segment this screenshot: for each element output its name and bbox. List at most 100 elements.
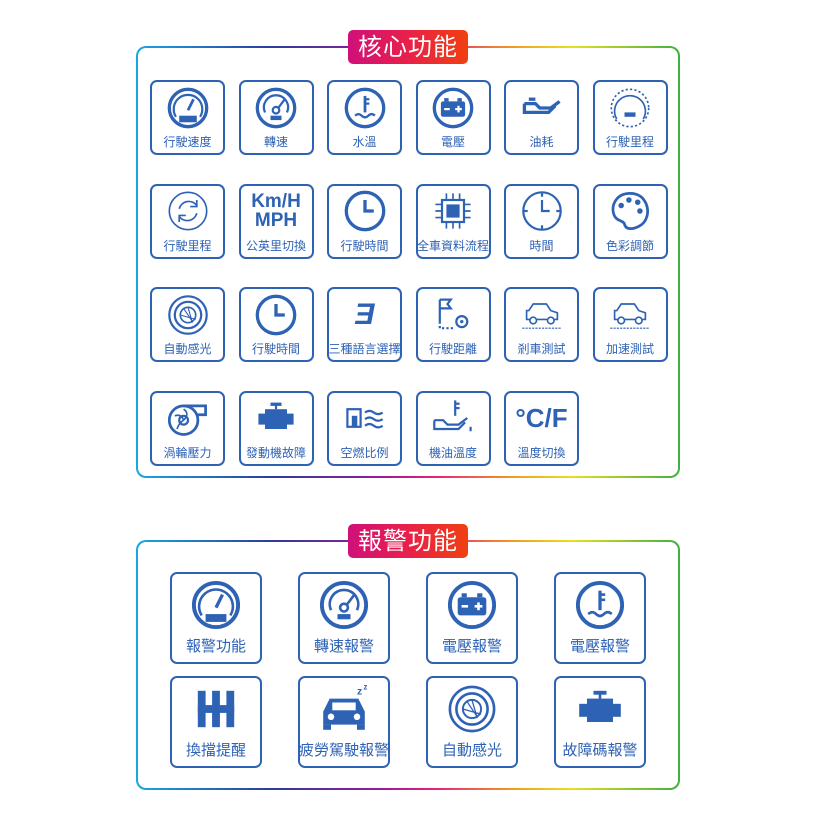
feature-tile: °C/F 溫度切換 [504, 390, 579, 466]
feature-tile: 轉速 [238, 80, 314, 155]
feature-tile: 換擋提醒 [170, 676, 262, 768]
feature-label: 電壓 [440, 135, 465, 149]
feature-tile: 空燃比例 [327, 390, 402, 466]
feature-label: 剎車測試 [517, 342, 566, 356]
core-functions-title: 核心功能 [348, 30, 468, 64]
feature-tile: 行駛距離 [415, 287, 491, 362]
water-temp-icon [556, 574, 644, 635]
feature-tile: 自動感光 [426, 676, 518, 768]
feature-label: 轉速報警 [313, 637, 374, 655]
turbo-icon [152, 393, 223, 444]
route-flag-icon [418, 289, 489, 340]
feature-tile: 電壓報警 [554, 572, 646, 664]
feature-label: 時間 [529, 238, 554, 253]
temp-unit-text-icon: °C/F [506, 393, 577, 444]
car-accel-icon [595, 289, 666, 340]
feature-tile: 加速測試 [592, 287, 668, 362]
feature-tile: 行駛時間 [327, 183, 402, 259]
feature-tile: 時間 [504, 183, 579, 259]
battery-icon [418, 82, 489, 133]
palette-icon [595, 186, 666, 237]
clock-icon [241, 289, 312, 340]
feature-label: 水溫 [352, 135, 377, 149]
feature-label: 電壓報警 [569, 637, 630, 655]
feature-label: 行駛距離 [428, 342, 477, 356]
feature-label: 公英里切換 [245, 238, 306, 253]
feature-tile: 全車資料流程 [415, 183, 491, 259]
feature-label: 行駛速度 [163, 135, 212, 149]
feature-label: 故障碼報警 [562, 741, 638, 759]
feature-tile: 油耗 [504, 80, 579, 155]
feature-label: 行駛里程 [605, 135, 654, 149]
feature-label: 色彩調節 [605, 238, 654, 253]
feature-label: 溫度切換 [517, 445, 566, 460]
engine-icon [556, 678, 644, 739]
feature-label: 加速測試 [605, 342, 654, 356]
feature-label: 行駛時間 [251, 342, 300, 356]
car-brake-icon [506, 289, 577, 340]
feature-label: 渦輪壓力 [163, 445, 212, 460]
feature-tile: 電壓 [415, 80, 491, 155]
feature-label: 報警功能 [185, 637, 246, 655]
feature-tile: 機油溫度 [415, 390, 491, 466]
icon-text: °C/F [515, 403, 568, 433]
aperture-icon [428, 678, 516, 739]
feature-label: 發動機故障 [245, 445, 306, 460]
tachometer-icon [300, 574, 388, 635]
feature-tile: 發動機故障 [238, 390, 314, 466]
feature-tile: 行駛速度 [150, 80, 225, 155]
feature-label: 行駛里程 [163, 238, 212, 253]
icon-text: Ǝ [354, 297, 375, 331]
refresh-icon [152, 186, 223, 237]
svg-text:z: z [364, 683, 368, 692]
feature-tile: 水溫 [327, 80, 402, 155]
feature-tile: 行駛里程 [592, 80, 668, 155]
feature-tile: 報警功能 [170, 572, 262, 664]
feature-tile: Ǝ 三種語言選擇 [327, 287, 402, 362]
feature-label: 電壓報警 [441, 637, 502, 655]
feature-label: 機油溫度 [428, 445, 477, 460]
feature-label: 三種語言選擇 [328, 342, 401, 356]
feature-label: 換擋提醒 [185, 741, 246, 759]
unit-text-icon: Km/H MPH [241, 186, 312, 237]
chip-icon [418, 186, 489, 237]
feature-label: 自動感光 [163, 342, 212, 356]
feature-label: 油耗 [529, 135, 554, 149]
oil-can-icon [506, 82, 577, 133]
clock-ticks-icon [506, 186, 577, 237]
svg-text:z: z [357, 686, 362, 697]
feature-tile: 電壓報警 [426, 572, 518, 664]
feature-tile: 剎車測試 [504, 287, 579, 362]
clock-icon [329, 186, 400, 237]
language-icon: Ǝ [329, 289, 400, 340]
feature-tile: 轉速報警 [298, 572, 390, 664]
feature-tile: 行駛時間 [238, 287, 314, 362]
feature-tile: 自動感光 [150, 287, 225, 362]
speedometer-icon [152, 82, 223, 133]
speedometer-icon [172, 574, 260, 635]
gear-shift-icon [172, 678, 260, 739]
air-fuel-icon [329, 393, 400, 444]
feature-tile: Km/H MPH 公英里切換 [238, 183, 314, 259]
feature-tile: 渦輪壓力 [150, 390, 225, 466]
feature-label: 全車資料流程 [417, 238, 490, 253]
alarm-functions-title: 報警功能 [348, 524, 468, 558]
feature-label: 行駛時間 [340, 238, 389, 253]
feature-label: 自動感光 [441, 741, 502, 759]
water-temp-icon [329, 82, 400, 133]
icon-text: Km/H MPH [251, 191, 301, 231]
tachometer-icon [241, 82, 312, 133]
engine-icon [241, 393, 312, 444]
odometer-icon [595, 82, 666, 133]
feature-label: 空燃比例 [340, 445, 389, 460]
feature-label: 疲勞駕駛報警 [299, 741, 390, 759]
feature-label: 轉速 [263, 135, 288, 149]
feature-tile: 行駛里程 [150, 183, 225, 259]
battery-icon [428, 574, 516, 635]
feature-tile: 故障碼報警 [554, 676, 646, 768]
feature-tile: 色彩調節 [592, 183, 668, 259]
